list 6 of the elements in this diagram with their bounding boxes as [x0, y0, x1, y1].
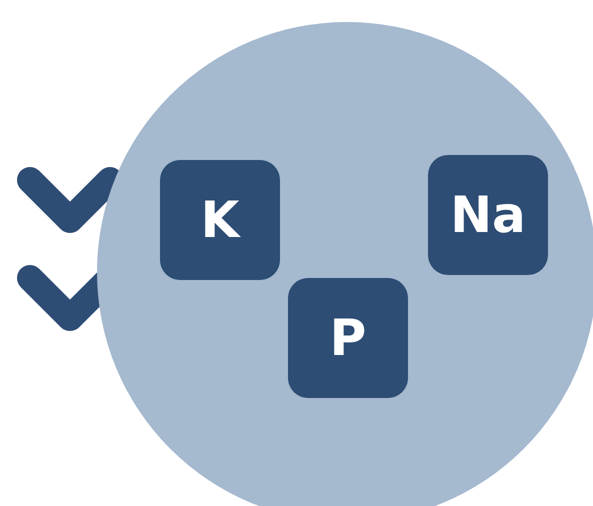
element-symbol: P — [330, 309, 366, 367]
element-tile — [160, 160, 280, 280]
element-tile — [288, 278, 408, 398]
element-symbol: K — [200, 191, 240, 249]
element-tile — [428, 155, 548, 275]
element-symbol: Na — [450, 186, 526, 244]
